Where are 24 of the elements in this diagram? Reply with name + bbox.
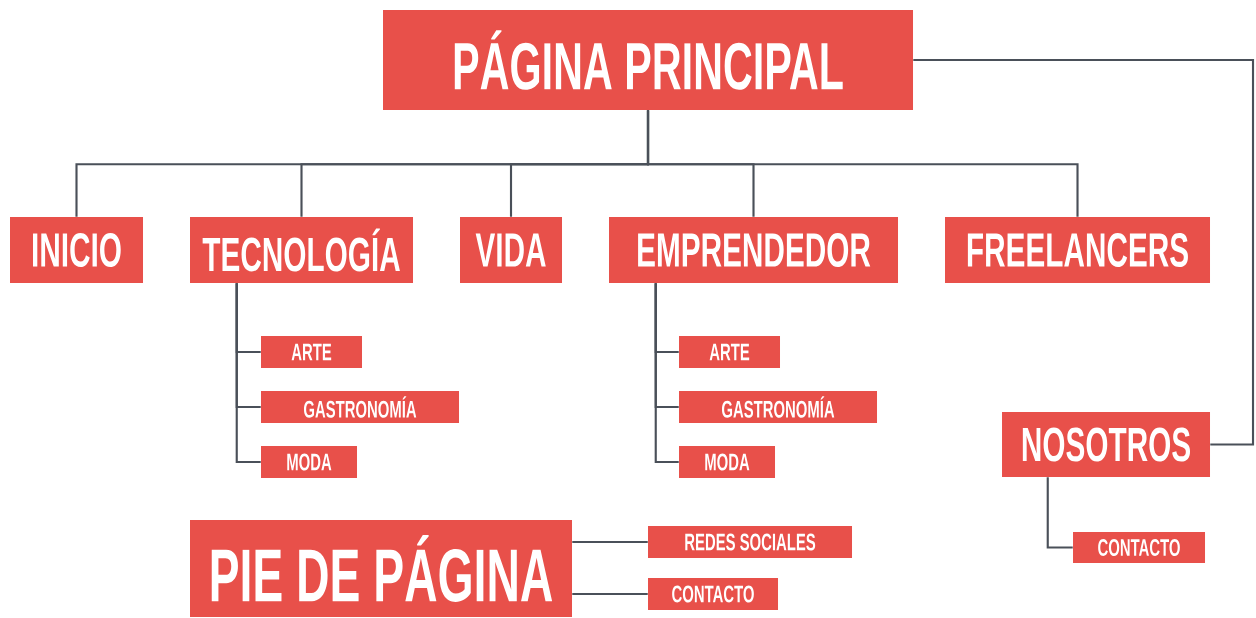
connector-line <box>654 283 679 464</box>
connector-line <box>572 592 648 596</box>
connector-line <box>646 110 1079 217</box>
menu-box: GASTRONOMÍA <box>261 391 459 423</box>
menu-box: VIDA <box>460 217 562 283</box>
menu-box: REDES SOCIALES <box>648 526 852 558</box>
menu-box: PÁGINA PRINCIPAL <box>383 10 913 110</box>
menu-box: ARTE <box>679 336 780 368</box>
connector-line <box>235 283 261 464</box>
connector-line <box>913 58 1255 446</box>
menu-box: CONTACTO <box>648 578 778 610</box>
menu-box: CONTACTO <box>1073 532 1205 563</box>
menu-box: INICIO <box>10 217 143 283</box>
menu-box: GASTRONOMÍA <box>679 391 877 423</box>
menu-box: TECNOLOGÍA <box>190 217 413 283</box>
menu-box: MODA <box>679 446 775 478</box>
menu-box: FREELANCERS <box>945 217 1210 283</box>
menu-box: PIE DE PÁGINA <box>190 520 572 617</box>
connector-line <box>572 540 648 544</box>
menu-box: ARTE <box>261 336 362 368</box>
menu-box: NOSOTROS <box>1002 412 1210 477</box>
connector-line <box>1046 477 1073 549</box>
menu-box: MODA <box>261 446 357 478</box>
menu-box: EMPRENDEDOR <box>609 217 898 283</box>
